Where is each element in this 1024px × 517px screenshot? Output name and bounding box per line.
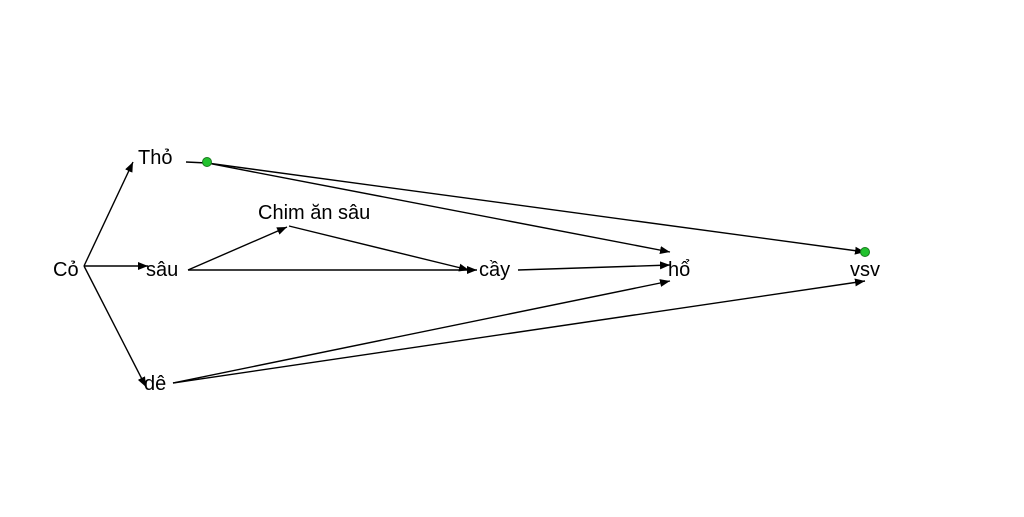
node-sau: sâu xyxy=(146,259,178,281)
nodes: Cỏ Thỏ sâu dê Chim ăn sâu cầy hổ vsv xyxy=(53,147,880,395)
edge-co-tho xyxy=(83,161,134,267)
edge-handle-start[interactable] xyxy=(202,157,212,167)
node-tho: Thỏ xyxy=(138,147,172,169)
edge-handle-end[interactable] xyxy=(860,247,870,257)
node-vsv: vsv xyxy=(850,259,880,281)
edge-cay-ho xyxy=(517,261,671,271)
node-cay: cầy xyxy=(479,259,510,281)
edge-de-vsv xyxy=(172,278,866,384)
node-co: Cỏ xyxy=(53,259,79,281)
edges xyxy=(83,161,866,388)
node-chim-an-sau: Chim ăn sâu xyxy=(258,202,370,224)
edge-chim-cay xyxy=(288,225,470,272)
edge-tho-ho xyxy=(206,162,671,255)
node-de: dê xyxy=(144,373,166,395)
edge-tho-vsv xyxy=(206,162,866,255)
edge-sau-chim xyxy=(187,226,288,271)
edge-co-de xyxy=(83,265,147,388)
node-ho: hổ xyxy=(668,259,690,281)
edge-de-ho xyxy=(172,279,671,384)
